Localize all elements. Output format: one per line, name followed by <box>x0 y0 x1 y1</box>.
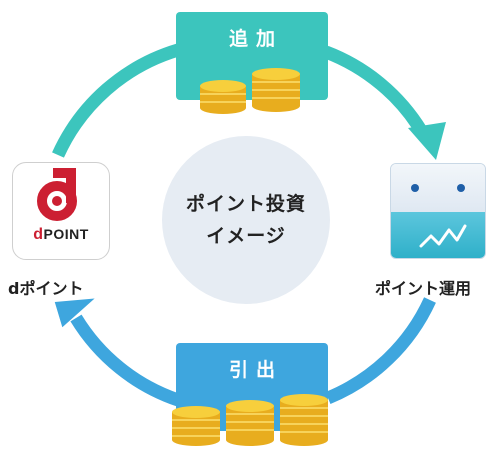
indicator-dot-icon <box>411 184 419 192</box>
investment-card-top <box>391 164 485 212</box>
investment-card-bottom <box>391 212 485 258</box>
coin-stack-icon <box>172 394 328 446</box>
center-title-line2: イメージ <box>206 225 286 247</box>
cycle-arrow-icon <box>70 314 181 407</box>
arrowhead-icon <box>408 122 446 160</box>
cycle-arrow-icon <box>323 45 428 136</box>
stock-chart-icon <box>419 224 467 248</box>
dpoint-logo-icon <box>37 168 77 221</box>
dpoint-card: dPOINT <box>12 162 110 260</box>
cycle-arrow-icon <box>52 43 180 158</box>
center-circle: ポイント投資 イメージ <box>162 136 330 304</box>
arrowhead-icon <box>54 298 95 328</box>
add-label: 追加 <box>228 28 283 50</box>
cycle-arrow-icon <box>325 297 436 405</box>
dpoint-label: dポイント <box>8 279 84 298</box>
indicator-dot-icon <box>457 184 465 192</box>
investment-label: ポイント運用 <box>375 279 472 298</box>
center-title-line1: ポイント投資 <box>185 193 306 215</box>
coin-stack-icon <box>200 68 300 114</box>
investment-card <box>390 163 486 259</box>
dpoint-logo-text: dPOINT <box>13 226 109 244</box>
dpoint-logo-word: POINT <box>43 226 89 242</box>
dpoint-logo-d: d <box>33 226 44 243</box>
withdraw-label: 引出 <box>228 359 283 381</box>
